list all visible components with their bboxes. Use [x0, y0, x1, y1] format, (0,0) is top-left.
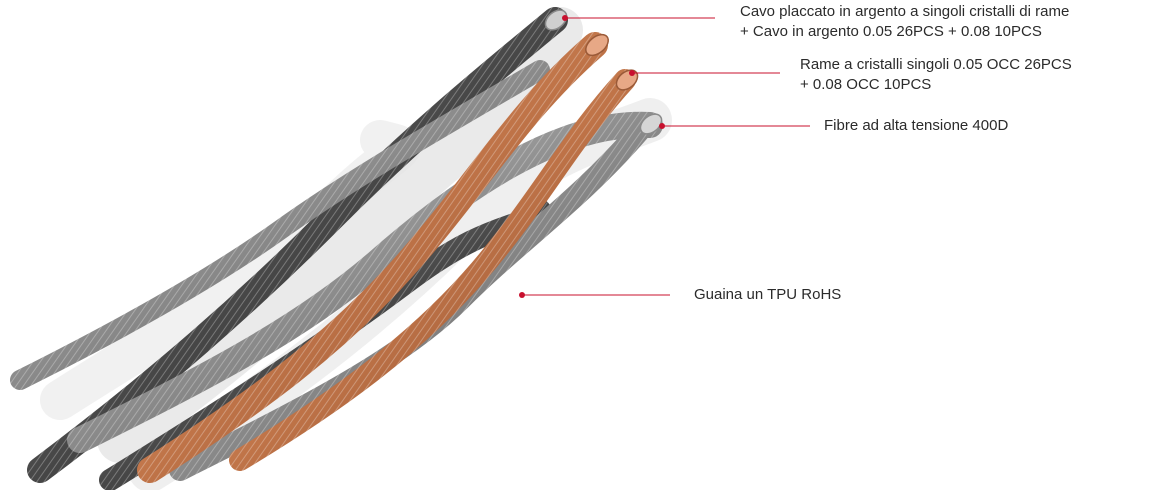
leader-dot-fiber: [659, 123, 665, 129]
callout-silver-plated: Cavo placcato in argento a singoli crist…: [740, 2, 1069, 42]
leader-dot-occ-copper: [629, 70, 635, 76]
callout-fiber-line-1: Fibre ad alta tensione 400D: [824, 117, 1009, 134]
silver-strand-3-weave: [10, 60, 550, 390]
leader-dot-sheath: [519, 292, 525, 298]
callout-occ-copper-line-1: Rame a cristalli singoli 0.05 OCC 26PCS: [800, 56, 1072, 73]
callout-silver-plated-line-2: + Cavo in argento 0.05 26PCS + 0.08 10PC…: [740, 23, 1042, 40]
fiber-strand-end: [639, 113, 663, 135]
callout-sheath-line-1: Guaina un TPU RoHS: [694, 286, 842, 303]
callout-fiber: Fibre ad alta tensione 400D: [824, 116, 1008, 136]
silver-strand-end: [544, 9, 568, 31]
copper-strand-1-weave: [137, 32, 608, 483]
copper-strand-2-weave: [229, 69, 636, 471]
callout-sheath: Guaina un TPU RoHS: [694, 285, 841, 305]
callout-silver-plated-line-1: Cavo placcato in argento a singoli crist…: [740, 3, 1070, 20]
leader-lines: [519, 15, 810, 298]
copper-strand-end-1: [585, 33, 609, 57]
leader-dot-silver-plated: [562, 15, 568, 21]
callout-occ-copper: Rame a cristalli singoli 0.05 OCC 26PCS …: [800, 55, 1072, 95]
silver-strand-1-weave: [67, 111, 663, 453]
callout-occ-copper-line-2: + 0.08 OCC 10PCS: [800, 76, 932, 93]
dark-strand-1-weave: [27, 7, 568, 483]
